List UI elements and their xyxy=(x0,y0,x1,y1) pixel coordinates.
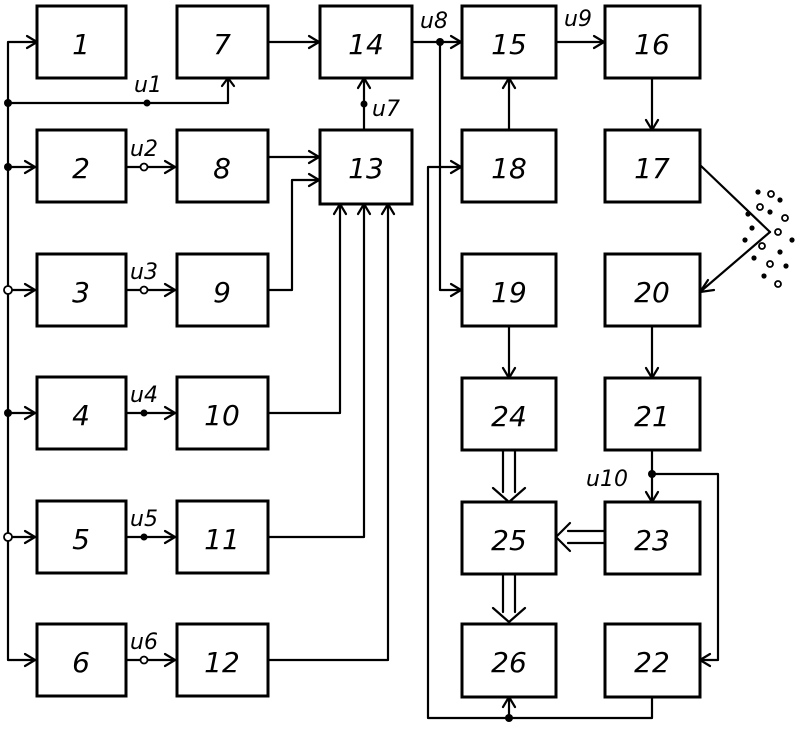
label-u2: u2 xyxy=(130,137,158,162)
block-7: 7 xyxy=(177,6,268,78)
svg-text:17: 17 xyxy=(634,152,670,185)
block-2: 2 xyxy=(37,130,126,202)
block-16: 16 xyxy=(605,6,700,78)
svg-text:21: 21 xyxy=(634,400,670,433)
dot-u2 xyxy=(141,164,148,171)
junction-u10 xyxy=(648,470,656,478)
wire-u1 xyxy=(8,78,228,103)
label-u9: u9 xyxy=(564,7,592,32)
block-23: 23 xyxy=(605,502,700,574)
arrow-24-to-25 xyxy=(493,488,525,502)
dot-u4 xyxy=(141,410,148,417)
svg-text:16: 16 xyxy=(634,28,670,61)
block-5: 5 xyxy=(37,501,126,573)
junction-u1 xyxy=(4,99,12,107)
junction-u8 xyxy=(436,38,444,46)
svg-text:23: 23 xyxy=(634,524,670,557)
dot-u7 xyxy=(361,101,368,108)
arrow-25-to-26 xyxy=(493,608,525,622)
svg-text:1: 1 xyxy=(72,28,90,61)
label-u7: u7 xyxy=(372,97,400,122)
block-25: 25 xyxy=(462,502,556,574)
svg-text:8: 8 xyxy=(213,152,231,185)
svg-text:6: 6 xyxy=(72,646,90,679)
block-8: 8 xyxy=(177,130,268,202)
label-u10: u10 xyxy=(586,467,628,492)
label-u5: u5 xyxy=(130,507,158,532)
svg-text:18: 18 xyxy=(491,152,527,185)
wire-9-13 xyxy=(268,180,319,290)
block-22: 22 xyxy=(605,624,700,697)
svg-text:12: 12 xyxy=(204,646,240,679)
svg-text:25: 25 xyxy=(491,524,527,557)
block-14: 14 xyxy=(320,6,412,78)
bus-left xyxy=(8,42,37,660)
wire-17-cloud xyxy=(700,165,770,232)
wire-12-13 xyxy=(268,204,388,660)
block-19: 19 xyxy=(462,254,556,326)
svg-text:22: 22 xyxy=(634,646,670,679)
svg-text:2: 2 xyxy=(72,152,90,185)
dot-u5 xyxy=(141,534,148,541)
wire-11-13 xyxy=(268,204,364,537)
svg-text:10: 10 xyxy=(204,399,240,432)
blocks: 1 2 3 4 5 6 7 8 9 10 11 12 13 14 15 16 1… xyxy=(37,6,700,697)
dot-u1 xyxy=(144,100,151,107)
block-11: 11 xyxy=(177,501,268,573)
block-26: 26 xyxy=(462,624,556,697)
label-u8: u8 xyxy=(420,9,448,34)
svg-text:11: 11 xyxy=(204,523,240,556)
block-1: 1 xyxy=(37,6,126,78)
block-4: 4 xyxy=(37,377,126,449)
wire-10-13 xyxy=(268,204,340,413)
svg-text:15: 15 xyxy=(491,28,527,61)
block-6: 6 xyxy=(37,624,126,696)
label-u1: u1 xyxy=(134,73,162,98)
svg-text:24: 24 xyxy=(491,400,527,433)
block-17: 17 xyxy=(605,130,700,202)
svg-text:13: 13 xyxy=(348,152,384,185)
dot-u6 xyxy=(141,657,148,664)
block-20: 20 xyxy=(605,254,700,326)
svg-text:19: 19 xyxy=(491,276,527,309)
block-13: 13 xyxy=(320,130,412,204)
particle-cloud xyxy=(742,189,794,287)
svg-text:3: 3 xyxy=(72,276,90,309)
wire-cloud-20 xyxy=(700,232,770,292)
svg-text:7: 7 xyxy=(213,28,231,61)
block-15: 15 xyxy=(462,6,556,78)
block-18: 18 xyxy=(462,130,556,202)
label-u3: u3 xyxy=(130,260,158,285)
block-24: 24 xyxy=(462,378,556,450)
arrow-23-to-25 xyxy=(556,523,570,551)
block-9: 9 xyxy=(177,254,268,326)
label-u4: u4 xyxy=(130,383,158,408)
junction-3 xyxy=(4,286,12,294)
block-3: 3 xyxy=(37,254,126,326)
label-u6: u6 xyxy=(130,630,158,655)
junction-26 xyxy=(505,714,513,722)
junction-4 xyxy=(4,409,12,417)
svg-text:14: 14 xyxy=(348,28,384,61)
svg-text:4: 4 xyxy=(72,399,90,432)
dot-u3 xyxy=(141,287,148,294)
svg-text:5: 5 xyxy=(72,523,90,556)
svg-text:9: 9 xyxy=(213,276,231,309)
svg-text:20: 20 xyxy=(634,276,670,309)
block-21: 21 xyxy=(605,378,700,450)
svg-text:26: 26 xyxy=(491,646,527,679)
block-12: 12 xyxy=(177,624,268,696)
block-10: 10 xyxy=(177,377,268,449)
junction-2 xyxy=(4,163,12,171)
junction-5 xyxy=(4,533,12,541)
